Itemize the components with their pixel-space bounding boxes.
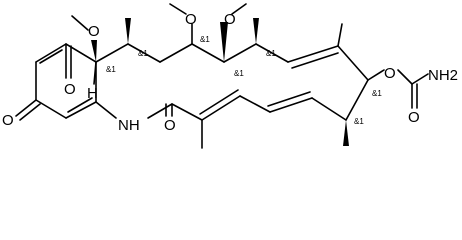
- ring-bond: [35, 43, 67, 63]
- carbamate-bond: [397, 69, 413, 85]
- chain-bond: [65, 43, 97, 63]
- stereo-label: &1: [372, 89, 382, 98]
- atom-o-amide: O: [164, 117, 176, 134]
- alkene-bond: [269, 97, 313, 113]
- carbamate-bond: [411, 73, 429, 85]
- atom-o-carbamate-carbonyl: O: [408, 109, 420, 126]
- h-bond: [93, 61, 97, 85]
- chain-bond: [95, 43, 129, 63]
- stereo-label: &1: [138, 49, 148, 58]
- methoxy-wedge: [220, 22, 228, 62]
- carbamate-group: [367, 69, 429, 109]
- amide-n-bond: [147, 103, 173, 119]
- methoxy-methyl-bond: [169, 3, 187, 15]
- chain-bond: [345, 79, 369, 121]
- methyl-wedge: [253, 18, 259, 44]
- chemical-structure-diagram: O O O H O O O NH2 O NH O &1 &1 &1 &1 &1 …: [2, 3, 458, 149]
- left-methoxy-branch: [65, 15, 129, 85]
- atom-o-methoxy-mid2: O: [224, 11, 236, 28]
- atom-o-methoxy-left: O: [88, 23, 100, 40]
- alkene-double-bond: [291, 52, 339, 69]
- alkene-double-bond: [267, 91, 311, 107]
- chain-bond: [223, 43, 257, 63]
- chain-bond: [127, 43, 161, 63]
- stereo-label: &1: [106, 65, 116, 74]
- methyl-wedge: [343, 120, 349, 146]
- top-chain: [125, 3, 369, 81]
- n-ring-bond: [95, 101, 117, 119]
- ring-double-bond: [67, 97, 93, 113]
- o-bond: [367, 69, 385, 81]
- atom-o-ring-carbonyl: O: [64, 81, 76, 98]
- methyl-bond: [337, 23, 343, 47]
- alkene-bond: [201, 95, 241, 121]
- stereo-labels: &1 &1 &1 &1 &1 &1 &1: [106, 35, 382, 126]
- alkene-double-bond: [199, 89, 239, 115]
- atom-labels: O O O H O O O NH2 O NH O: [2, 11, 458, 134]
- atom-nh2: NH2: [428, 67, 458, 84]
- methoxy-methyl-bond: [231, 3, 247, 15]
- wedge-bond: [91, 40, 97, 62]
- ring-bond: [65, 101, 97, 119]
- stereo-label: &1: [354, 117, 364, 126]
- ring-bond: [35, 99, 67, 119]
- chain-bond: [337, 45, 369, 81]
- methyl-wedge: [125, 18, 131, 44]
- atom-o-quinone: O: [2, 112, 14, 129]
- atom-o-carbamate: O: [384, 65, 396, 82]
- chain-bond: [255, 43, 289, 63]
- chain-bond: [159, 43, 193, 63]
- structure-canvas: O O O H O O O NH2 O NH O &1 &1 &1 &1 &1 …: [2, 3, 458, 149]
- stereo-label: &1: [234, 69, 244, 78]
- stereo-label: &1: [266, 49, 276, 58]
- chain-bond: [311, 97, 347, 121]
- alkene-bond: [287, 45, 339, 63]
- carbonyl-bond: [15, 99, 37, 117]
- methoxy-methyl-bond: [71, 15, 89, 31]
- amide-bond: [171, 103, 203, 121]
- stereo-label: &1: [200, 35, 210, 44]
- atom-nh-amide: NH: [118, 117, 140, 134]
- lower-right-chain: [95, 79, 369, 149]
- atom-h-stereo: H: [87, 85, 98, 102]
- ring-double-bond: [39, 49, 63, 64]
- carbonyl-double-bond: [19, 103, 41, 121]
- chain-bond: [239, 95, 271, 113]
- atom-o-methoxy-mid1: O: [185, 11, 197, 28]
- chain-bond: [191, 43, 225, 63]
